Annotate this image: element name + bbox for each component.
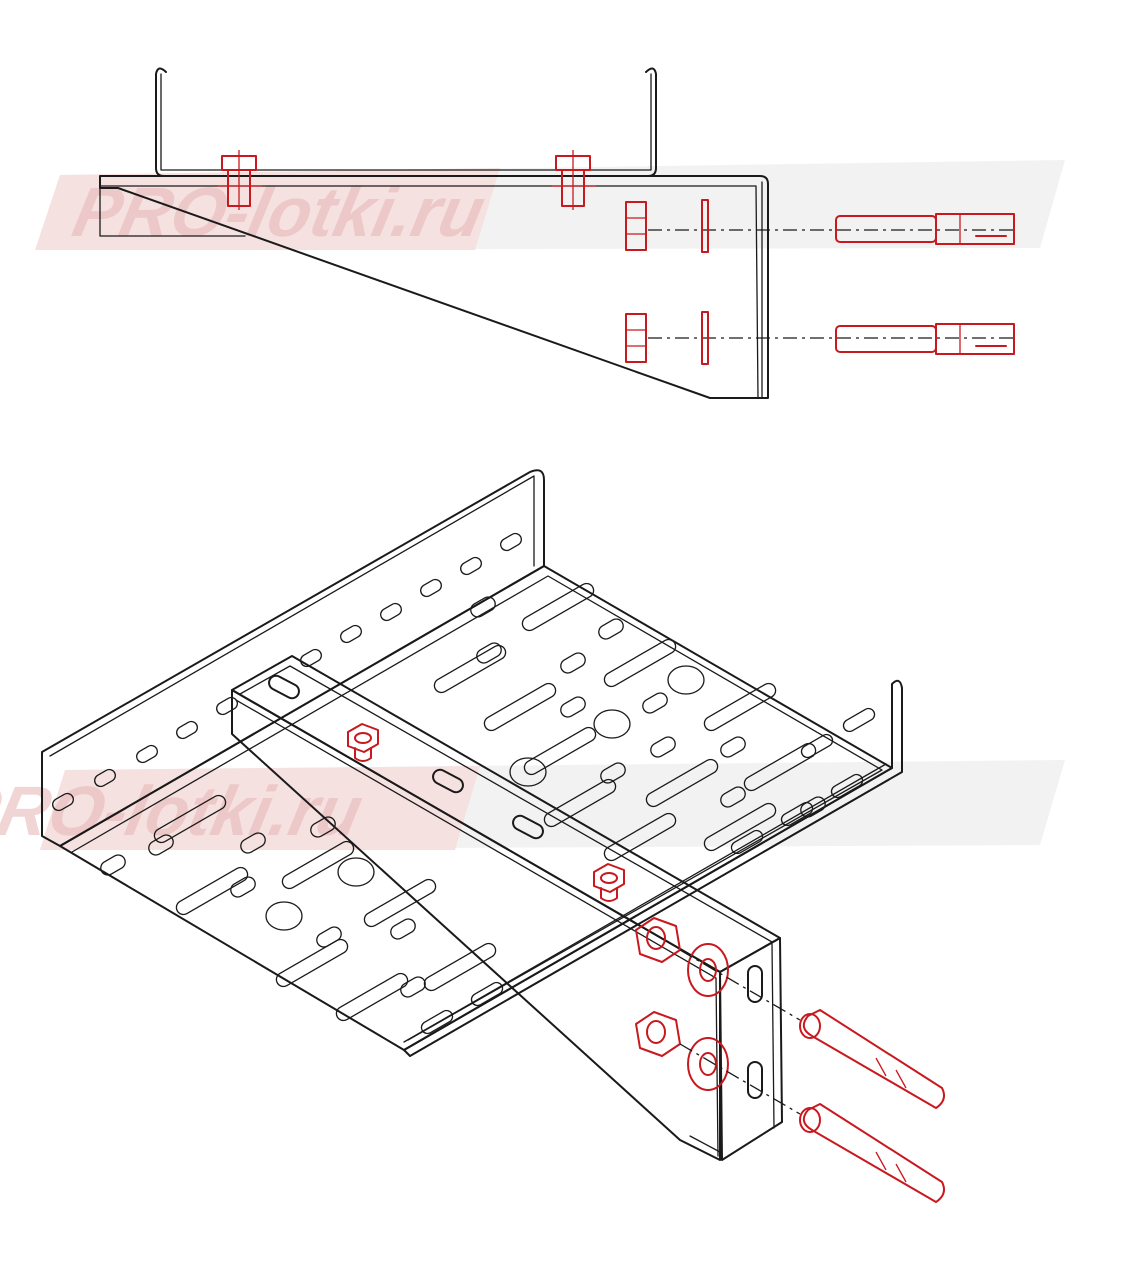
anchor-iso-lower: [635, 1011, 945, 1203]
floor-perforations: [100, 582, 826, 1022]
anchor-iso-upper: [635, 917, 945, 1109]
bracket-wall-slots: [747, 965, 763, 1099]
anchor-set-lower: [625, 311, 1018, 365]
side-view: [99, 67, 1018, 399]
watermark-bottom-text: PRO-lotki.ru: [0, 772, 369, 850]
bracket-isometric: [231, 655, 783, 1161]
watermark-top: PRO-lotki.ru: [35, 160, 1065, 251]
tray-side-profile: [155, 67, 657, 177]
bracket-top-slots: [268, 674, 544, 840]
front-wall-slots: [420, 707, 876, 1035]
tray-bolt-left: [218, 150, 262, 210]
back-wall-slots: [52, 532, 522, 812]
tray-nut-iso-1: [347, 723, 379, 762]
isometric-view: [41, 469, 945, 1203]
watermark-bottom: PRO-lotki.ru: [0, 760, 1065, 850]
bracket-side: [99, 175, 769, 399]
tray-bolt-right: [552, 150, 596, 210]
watermark-top-text: PRO-lotki.ru: [67, 173, 492, 251]
tray-floor: [59, 565, 893, 1051]
tray-front-wall: [403, 679, 903, 1057]
anchor-set-upper: [625, 199, 1018, 253]
tray-nut-iso-2: [593, 863, 625, 902]
